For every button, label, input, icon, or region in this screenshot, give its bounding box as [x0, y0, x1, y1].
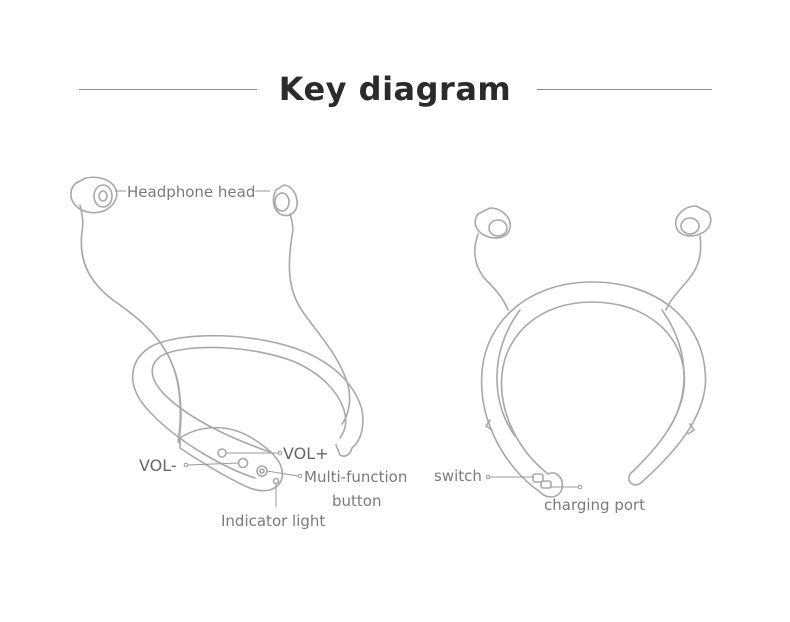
neckband-inner: [151, 346, 347, 453]
indicator-light: [272, 477, 280, 485]
left-earbud: [70, 176, 118, 214]
power-switch: [532, 473, 544, 483]
label-multi-function-line1: Multi-function: [304, 468, 407, 486]
rear-left-cable: [474, 233, 509, 311]
left-earbud-stem: [79, 204, 84, 233]
headset-rear-view: switch charging port: [434, 205, 712, 514]
label-indicator-light: Indicator light: [221, 512, 325, 530]
title-rule-left: [79, 89, 257, 90]
rear-band-inner: [496, 309, 521, 437]
neckband-outer: [131, 334, 364, 479]
rear-nub-right: [687, 423, 695, 435]
right-cable: [288, 235, 351, 425]
leader-vol-minus: [187, 462, 239, 466]
rear-pod: [539, 472, 564, 498]
left-cable-edge: [81, 231, 182, 444]
right-eartip: [274, 192, 290, 212]
leader-multi-function: [266, 470, 299, 477]
neckband-right-end: [335, 444, 353, 457]
left-eartip-inner: [98, 190, 108, 202]
charging-port-socket: [540, 480, 552, 489]
headset-side-view: Headphone head VOL+ VOL- Multi-function …: [70, 176, 407, 530]
rear-left-eartip: [488, 219, 508, 237]
multi-function-button: [256, 465, 268, 477]
leader-dot-switch: [485, 474, 491, 480]
label-vol-plus: VOL+: [283, 444, 329, 463]
leader-dot-vol-minus: [183, 462, 189, 468]
vol-plus-button: [217, 448, 227, 458]
leader-dot-multi-function: [297, 473, 303, 479]
page-title: Key diagram: [278, 70, 512, 108]
rear-right-cable: [665, 235, 702, 311]
left-eartip: [93, 184, 113, 208]
left-cable: [80, 231, 182, 443]
vol-minus-button: [237, 457, 249, 469]
rear-right-earbud: [674, 205, 712, 237]
leader-dot-vol-plus: [277, 450, 283, 456]
title-rule-right: [537, 89, 712, 90]
leader-dot-charging-port: [577, 484, 583, 490]
label-switch: switch: [434, 467, 482, 485]
rear-band-inner-right: [661, 309, 685, 431]
control-pod: [179, 426, 284, 492]
label-vol-minus: VOL-: [139, 456, 177, 475]
rear-left-earbud: [474, 207, 512, 239]
rear-nub-left: [485, 419, 493, 431]
rear-right-eartip: [680, 217, 700, 235]
right-earbud-stem: [289, 213, 294, 237]
label-headphone-head: Headphone head: [127, 183, 255, 201]
right-earbud: [272, 184, 298, 217]
multi-function-button-center: [259, 468, 265, 474]
label-multi-function-line2: button: [332, 492, 381, 510]
rear-band-outer: [480, 281, 707, 493]
label-charging-port: charging port: [544, 496, 645, 514]
